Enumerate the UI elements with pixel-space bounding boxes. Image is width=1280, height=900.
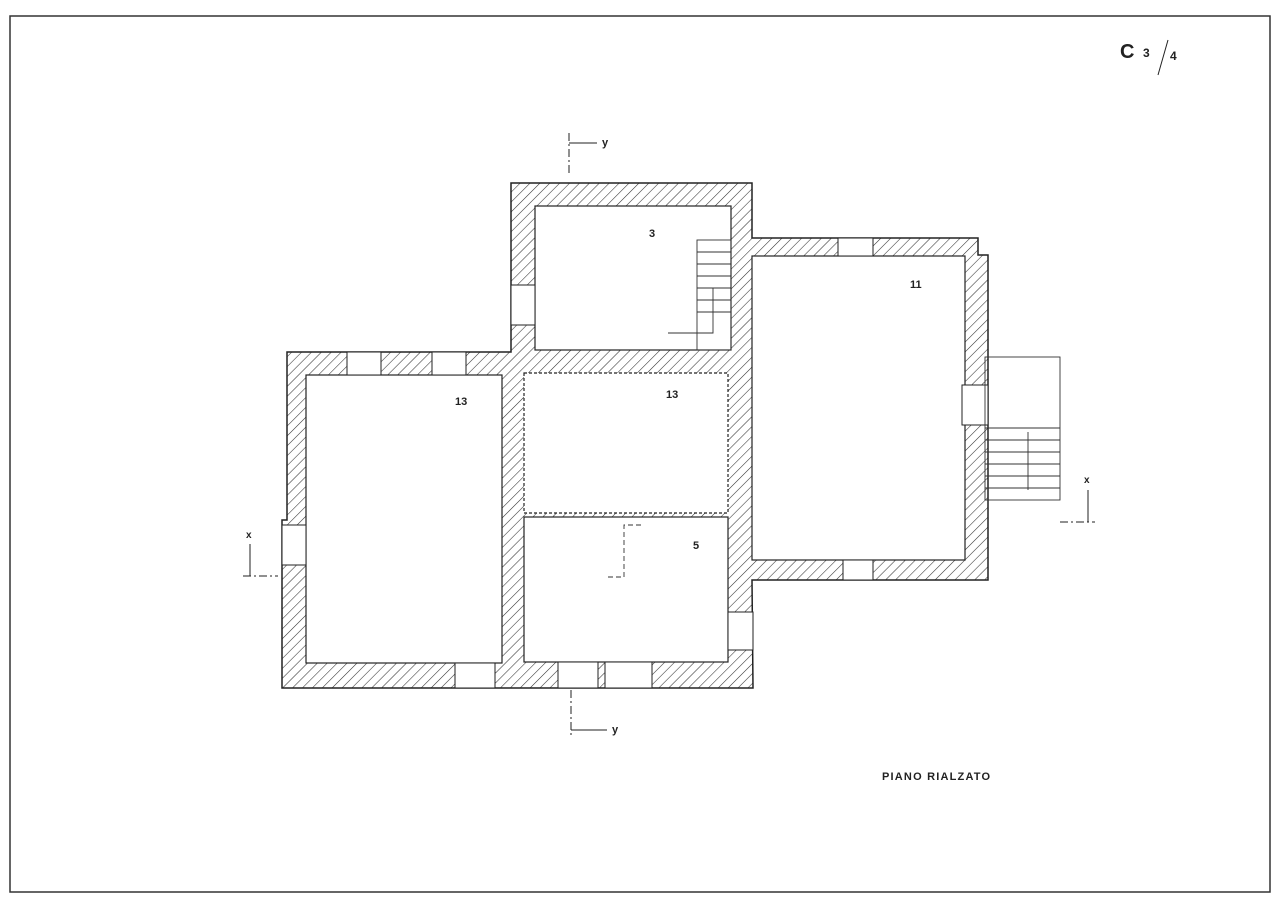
room-13-left [305,374,503,664]
room-11 [751,255,966,561]
sheet-series: C [1120,41,1134,63]
room-label-11: 11 [910,279,922,291]
room-label-3: 3 [649,228,655,240]
drawing-title: PIANO RIALZATO [882,771,991,783]
room-label-13-left: 13 [455,396,467,408]
section-x-right: x [1084,475,1090,486]
stairs [608,239,1061,578]
room-5 [523,516,729,663]
room-3 [534,205,732,351]
section-y-top: y [602,137,609,149]
sheet-border [9,15,1271,893]
room-label-13-center: 13 [666,389,678,401]
section-markers [243,39,1169,735]
section-y-bottom: y [612,724,619,736]
sheet-number: 3 [1143,46,1150,60]
section-x-left: x [246,530,252,541]
room-13-center [523,372,729,514]
openings [281,237,989,689]
sheet-total: 4 [1170,49,1177,63]
room-label-5: 5 [693,540,699,552]
